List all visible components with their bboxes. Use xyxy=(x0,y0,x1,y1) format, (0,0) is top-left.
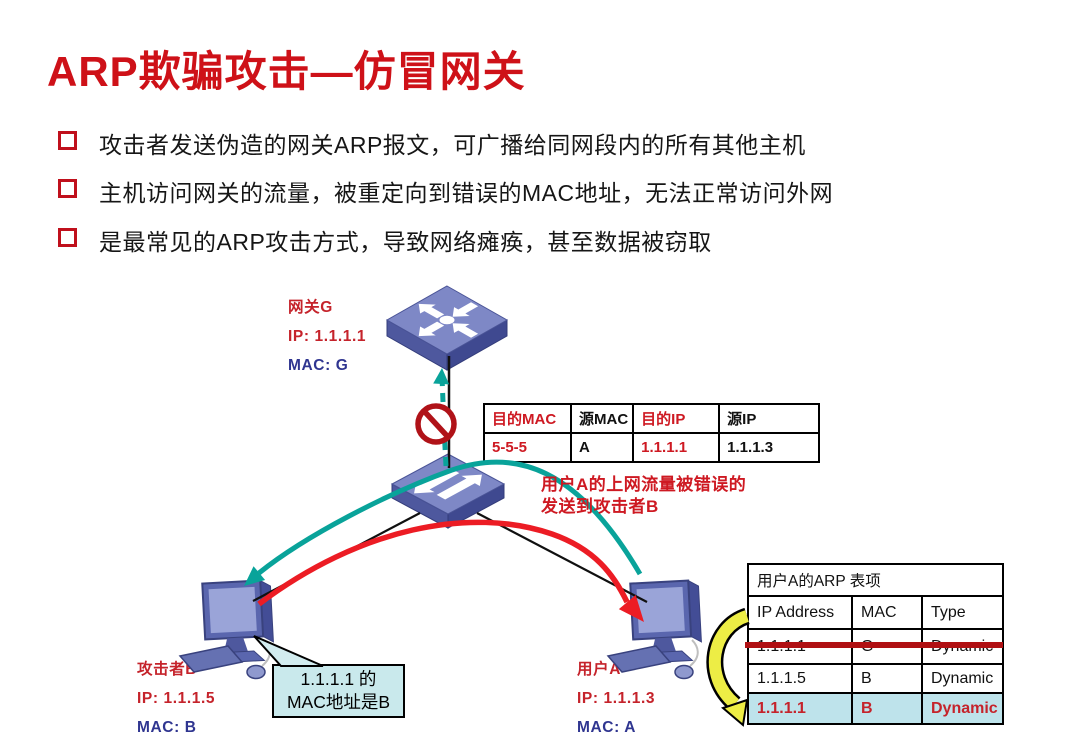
bullet-item: 攻击者发送伪造的网关ARP报文，可广播给同网段内的所有其他主机 xyxy=(58,126,806,160)
user-label-block: 用户A IP: 1.1.1.3 MAC: A xyxy=(577,655,655,742)
attacker-name: 攻击者B xyxy=(137,661,198,678)
fake-arp-callout: 1.1.1.1 的 MAC地址是B xyxy=(272,664,405,718)
user-ip: IP: 1.1.1.3 xyxy=(577,690,656,707)
arp-cell: Dynamic xyxy=(921,692,1004,725)
arp-header-type: Type xyxy=(921,595,1004,630)
arp-cell: 1.1.1.1 xyxy=(747,692,853,725)
gateway-label-block: 网关G IP: 1.1.1.1 MAC: G xyxy=(288,293,366,380)
user-name: 用户A xyxy=(577,661,621,678)
packet-header-src-ip: 源IP xyxy=(718,403,821,434)
switch-icon xyxy=(390,453,506,529)
prohibition-icon xyxy=(415,403,457,445)
mouse-icon xyxy=(674,664,694,680)
bullet-text: 主机访问网关的流量，被重定向到错误的MAC地址，无法正常访问外网 xyxy=(99,180,834,206)
arp-entry-strikethrough xyxy=(745,642,1003,648)
packet-header-dst-ip: 目的IP xyxy=(632,403,721,434)
mouse-icon xyxy=(246,664,266,680)
page-title: ARP欺骗攻击—仿冒网关 xyxy=(47,48,526,95)
packet-value-dst-mac: 5-5-5 xyxy=(483,432,572,463)
packet-value-src-ip: 1.1.1.3 xyxy=(718,432,821,463)
bullet-item: 主机访问网关的流量，被重定向到错误的MAC地址，无法正常访问外网 xyxy=(58,174,833,208)
packet-header-src-mac: 源MAC xyxy=(569,403,635,434)
attacker-ip: IP: 1.1.1.5 xyxy=(137,690,216,707)
packet-fields-table: 目的MAC 源MAC 目的IP 源IP 5-5-5 A 1.1.1.1 1.1.… xyxy=(483,403,821,463)
callout-line2: MAC地址是B xyxy=(286,692,391,712)
attacker-label-block: 攻击者B IP: 1.1.1.5 MAC: B xyxy=(137,655,215,742)
bullet-text: 是最常见的ARP攻击方式，导致网络瘫痪，甚至数据被窃取 xyxy=(99,229,712,255)
keyboard-icon xyxy=(178,645,244,673)
packet-header-dst-mac: 目的MAC xyxy=(483,403,572,434)
arp-header-ip: IP Address xyxy=(747,595,853,630)
arp-row-spoofed-highlighted: 1.1.1.1 B Dynamic xyxy=(747,692,1004,725)
arp-table-title: 用户A的ARP 表项 xyxy=(747,563,1004,597)
arp-cell: Dynamic xyxy=(921,663,1004,694)
arp-table-title-row: 用户A的ARP 表项 xyxy=(747,563,1004,597)
arp-table-header-row: IP Address MAC Type xyxy=(747,595,1004,630)
bullet-text: 攻击者发送伪造的网关ARP报文，可广播给同网段内的所有其他主机 xyxy=(99,132,806,158)
bullet-square-icon xyxy=(58,228,77,247)
packet-value-row: 5-5-5 A 1.1.1.1 1.1.1.3 xyxy=(483,432,821,463)
arp-cell: 1.1.1.5 xyxy=(747,663,853,694)
arp-update-arrowhead xyxy=(721,698,749,727)
prohibition-slash xyxy=(421,409,451,439)
arp-cell: B xyxy=(851,692,923,725)
user-mac: MAC: A xyxy=(577,719,636,736)
packet-value-src-mac: A xyxy=(569,432,635,463)
gateway-ip: IP: 1.1.1.1 xyxy=(288,328,367,345)
arp-cell: B xyxy=(851,663,923,694)
bullet-square-icon xyxy=(58,131,77,150)
arp-row-attacker: 1.1.1.5 B Dynamic xyxy=(747,663,1004,694)
attacker-mac: MAC: B xyxy=(137,719,197,736)
bullet-item: 是最常见的ARP攻击方式，导致网络瘫痪，甚至数据被窃取 xyxy=(58,223,712,257)
packet-header-row: 目的MAC 源MAC 目的IP 源IP xyxy=(483,403,821,434)
keyboard-icon xyxy=(606,645,672,673)
callout-line1: 1.1.1.1 的 xyxy=(300,669,377,689)
gateway-mac: MAC: G xyxy=(288,357,349,374)
caption-line1: 用户A的上网流量被错误的 xyxy=(541,475,747,494)
arp-header-mac: MAC xyxy=(851,595,923,630)
bullet-square-icon xyxy=(58,179,77,198)
user-computer-icon xyxy=(606,579,702,680)
gateway-name: 网关G xyxy=(288,299,333,316)
caption-line2: 发送到攻击者B xyxy=(541,497,659,516)
misdirected-traffic-caption: 用户A的上网流量被错误的 发送到攻击者B xyxy=(541,474,746,518)
router-icon xyxy=(385,285,509,371)
packet-value-dst-ip: 1.1.1.1 xyxy=(632,432,721,463)
attacker-computer-icon xyxy=(178,579,274,680)
